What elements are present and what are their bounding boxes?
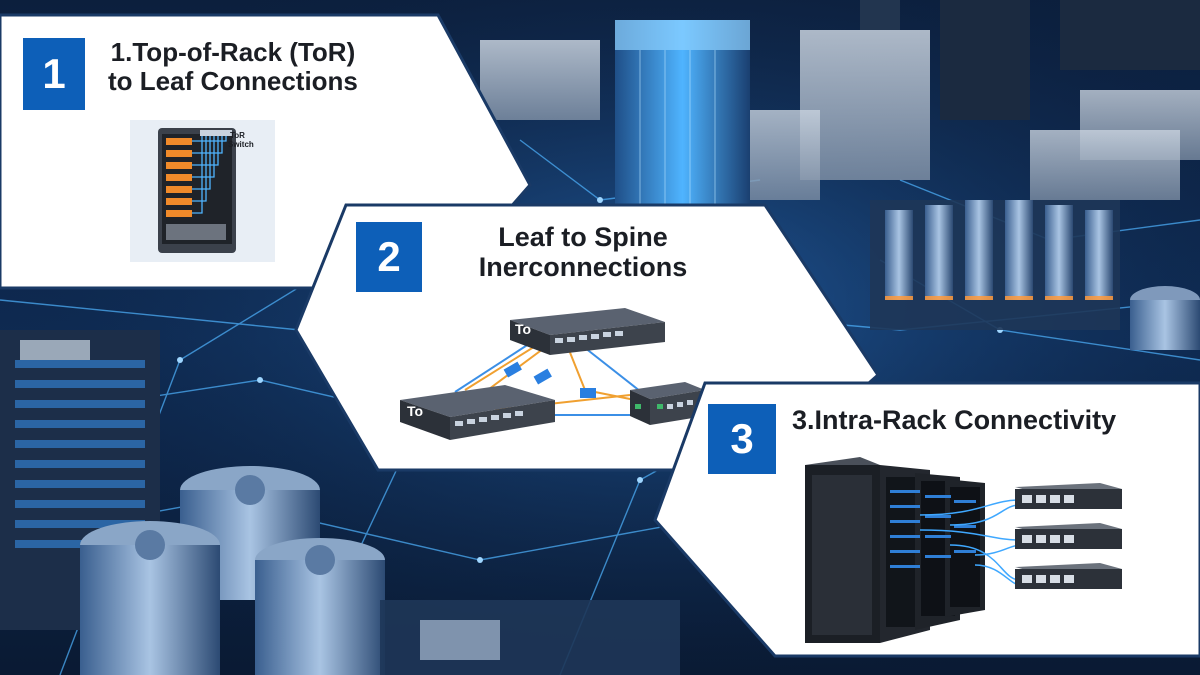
step-2-title: Leaf to Spine Inerconnections <box>478 222 688 282</box>
tor-label-line2: Switch <box>228 140 254 149</box>
step-1-title-line1: 1.Top-of-Rack (ToR) <box>110 37 356 67</box>
network-switches <box>1015 483 1122 589</box>
leaf-switch: To <box>400 385 555 440</box>
server-racks <box>805 457 985 643</box>
step-1-number: 1 <box>42 50 66 97</box>
spine-switch-label: To <box>515 321 531 337</box>
intra-rack-illustration <box>805 457 1122 643</box>
step-2-title-line1: Leaf to Spine <box>498 222 668 252</box>
step-1-title-line2: to Leaf Connections <box>108 66 358 97</box>
step-2-badge: 2 <box>356 222 422 292</box>
step-3-title-text: 3.Intra-Rack Connectivity <box>792 405 1117 435</box>
step-3-badge: 3 <box>708 404 776 474</box>
tor-label-line1: ToR <box>230 131 245 140</box>
step-1-badge: 1 <box>23 38 85 110</box>
edge-switch <box>630 382 705 425</box>
step-2-title-line2: Inerconnections <box>478 252 688 283</box>
rack-server-units <box>166 138 226 240</box>
leaf-switch-label: To <box>407 403 423 419</box>
leaf-spine-illustration: To To <box>400 308 705 440</box>
step-3-title: 3.Intra-Rack Connectivity <box>792 405 1116 435</box>
step-3-number: 3 <box>730 415 754 462</box>
step-1-title: 1.Top-of-Rack (ToR) to Leaf Connections <box>108 37 358 97</box>
tor-rack-illustration: ToR Switch <box>130 120 275 262</box>
step-2-number: 2 <box>377 233 401 280</box>
spine-switch: To <box>510 308 665 355</box>
